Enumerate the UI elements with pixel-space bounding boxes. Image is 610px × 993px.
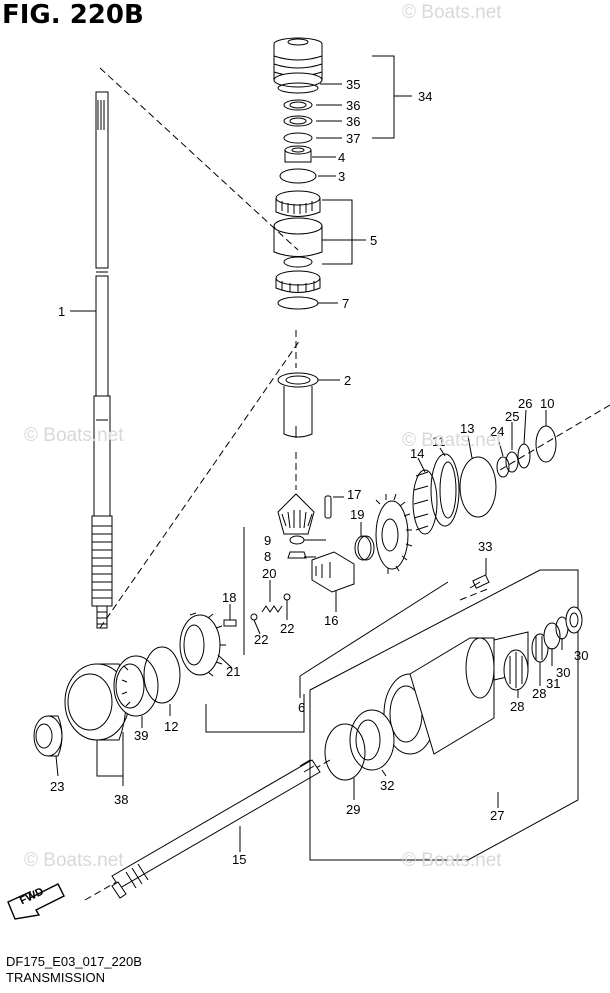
ball-part-22a xyxy=(250,613,258,621)
ring-part-24 xyxy=(496,456,510,478)
shim-part-12 xyxy=(143,646,181,704)
watermark-bottom-left: © Boats.net xyxy=(24,850,124,871)
caption-name: TRANSMISSION xyxy=(6,970,105,985)
ring-part-25 xyxy=(505,451,519,473)
callout-31: 31 xyxy=(546,676,560,691)
callout-27: 27 xyxy=(490,808,504,823)
callout-1: 1 xyxy=(58,304,65,319)
callout-33: 33 xyxy=(478,539,492,554)
gear-part-6 xyxy=(375,493,413,574)
callout-15: 15 xyxy=(232,852,246,867)
bearing-part-28a xyxy=(503,649,529,691)
pin-part-18 xyxy=(223,619,237,627)
callout-25: 25 xyxy=(505,409,519,424)
callout-28a: 28 xyxy=(510,699,524,714)
fwd-arrow xyxy=(7,883,65,920)
gear-part-21 xyxy=(179,612,226,677)
callout-36b: 36 xyxy=(346,114,360,129)
bolt-part-33 xyxy=(469,574,490,589)
bearing-part-4 xyxy=(284,145,312,163)
shim-part-13 xyxy=(459,456,497,518)
callout-2: 2 xyxy=(344,373,351,388)
callout-23: 23 xyxy=(50,779,64,794)
ball-part-22b xyxy=(283,593,291,601)
circlip-part-10 xyxy=(535,425,557,463)
callout-24: 24 xyxy=(490,424,504,439)
o-ring-part-29 xyxy=(324,723,366,781)
bearing-part-39 xyxy=(113,655,159,717)
callout-3: 3 xyxy=(338,169,345,184)
leader-lines xyxy=(55,55,579,852)
callout-34: 34 xyxy=(418,89,432,104)
callout-13: 13 xyxy=(460,421,474,436)
callout-6: 6 xyxy=(298,700,305,715)
figure-title: FIG. 220B xyxy=(2,0,144,30)
thrust-bearing-part-14 xyxy=(412,469,438,535)
driveshaft-part-1 xyxy=(91,91,113,629)
callout-14: 14 xyxy=(410,446,424,461)
callout-32: 32 xyxy=(380,778,394,793)
callout-20: 20 xyxy=(262,566,276,581)
o-ring-part-35 xyxy=(277,82,319,94)
washer-part-11 xyxy=(430,453,460,527)
watermark-top: © Boats.net xyxy=(402,2,502,23)
pinion-gear-part xyxy=(277,493,315,535)
callout-26: 26 xyxy=(518,396,532,411)
circlip-part-7 xyxy=(277,296,319,310)
callout-37: 37 xyxy=(346,131,360,146)
washer-part-9 xyxy=(289,535,305,545)
callout-19: 19 xyxy=(350,507,364,522)
propeller-shaft-part-15 xyxy=(111,759,321,899)
callout-28b: 28 xyxy=(532,686,546,701)
dashed-guide-lines xyxy=(84,67,610,901)
callout-30a: 30 xyxy=(556,665,570,680)
caption-code: DF175_E03_017_220B xyxy=(6,954,142,969)
callout-7: 7 xyxy=(342,296,349,311)
callout-18: 18 xyxy=(222,590,236,605)
bearing-part-32 xyxy=(349,709,395,771)
nut-part-23 xyxy=(33,715,63,757)
callout-4: 4 xyxy=(338,150,345,165)
clutch-dog-part-16 xyxy=(311,551,355,593)
watermark-left: © Boats.net xyxy=(24,425,124,446)
callout-17: 17 xyxy=(347,487,361,502)
callout-38: 38 xyxy=(114,792,128,807)
callout-5: 5 xyxy=(370,233,377,248)
callout-10: 10 xyxy=(540,396,554,411)
ring-part-19 xyxy=(354,535,375,561)
watermark-right: © Boats.net xyxy=(402,430,502,451)
callout-36a: 36 xyxy=(346,98,360,113)
callout-16: 16 xyxy=(324,613,338,628)
callout-39: 39 xyxy=(134,728,148,743)
callout-29: 29 xyxy=(346,802,360,817)
callout-9: 9 xyxy=(264,533,271,548)
callout-22a: 22 xyxy=(254,632,268,647)
callout-22b: 22 xyxy=(280,621,294,636)
callout-30b: 30 xyxy=(574,648,588,663)
sleeve-part-2 xyxy=(277,372,319,438)
shim-part-3 xyxy=(279,168,317,184)
seal-part-36b xyxy=(283,115,313,127)
callout-labels: 1 2 3 4 5 6 7 8 9 10 11 12 13 14 15 16 1… xyxy=(50,77,588,867)
watermark-bottom-right: © Boats.net xyxy=(402,850,502,871)
bracket-part-27-box xyxy=(309,569,579,861)
callout-21: 21 xyxy=(226,664,240,679)
nut-part-8 xyxy=(287,551,307,559)
seal-part-30b xyxy=(565,606,583,634)
bearing-part-5 xyxy=(273,190,323,293)
callout-8: 8 xyxy=(264,549,271,564)
seal-part-36a xyxy=(283,99,313,111)
bearing-housing-part-34 xyxy=(273,37,323,88)
callout-35: 35 xyxy=(346,77,360,92)
pin-part-17 xyxy=(324,495,332,519)
housing-part-27 xyxy=(383,631,529,755)
circlip-part-37 xyxy=(283,132,313,144)
spring-part-20 xyxy=(261,605,283,613)
callout-12: 12 xyxy=(164,719,178,734)
callout-11: 11 xyxy=(432,434,446,449)
